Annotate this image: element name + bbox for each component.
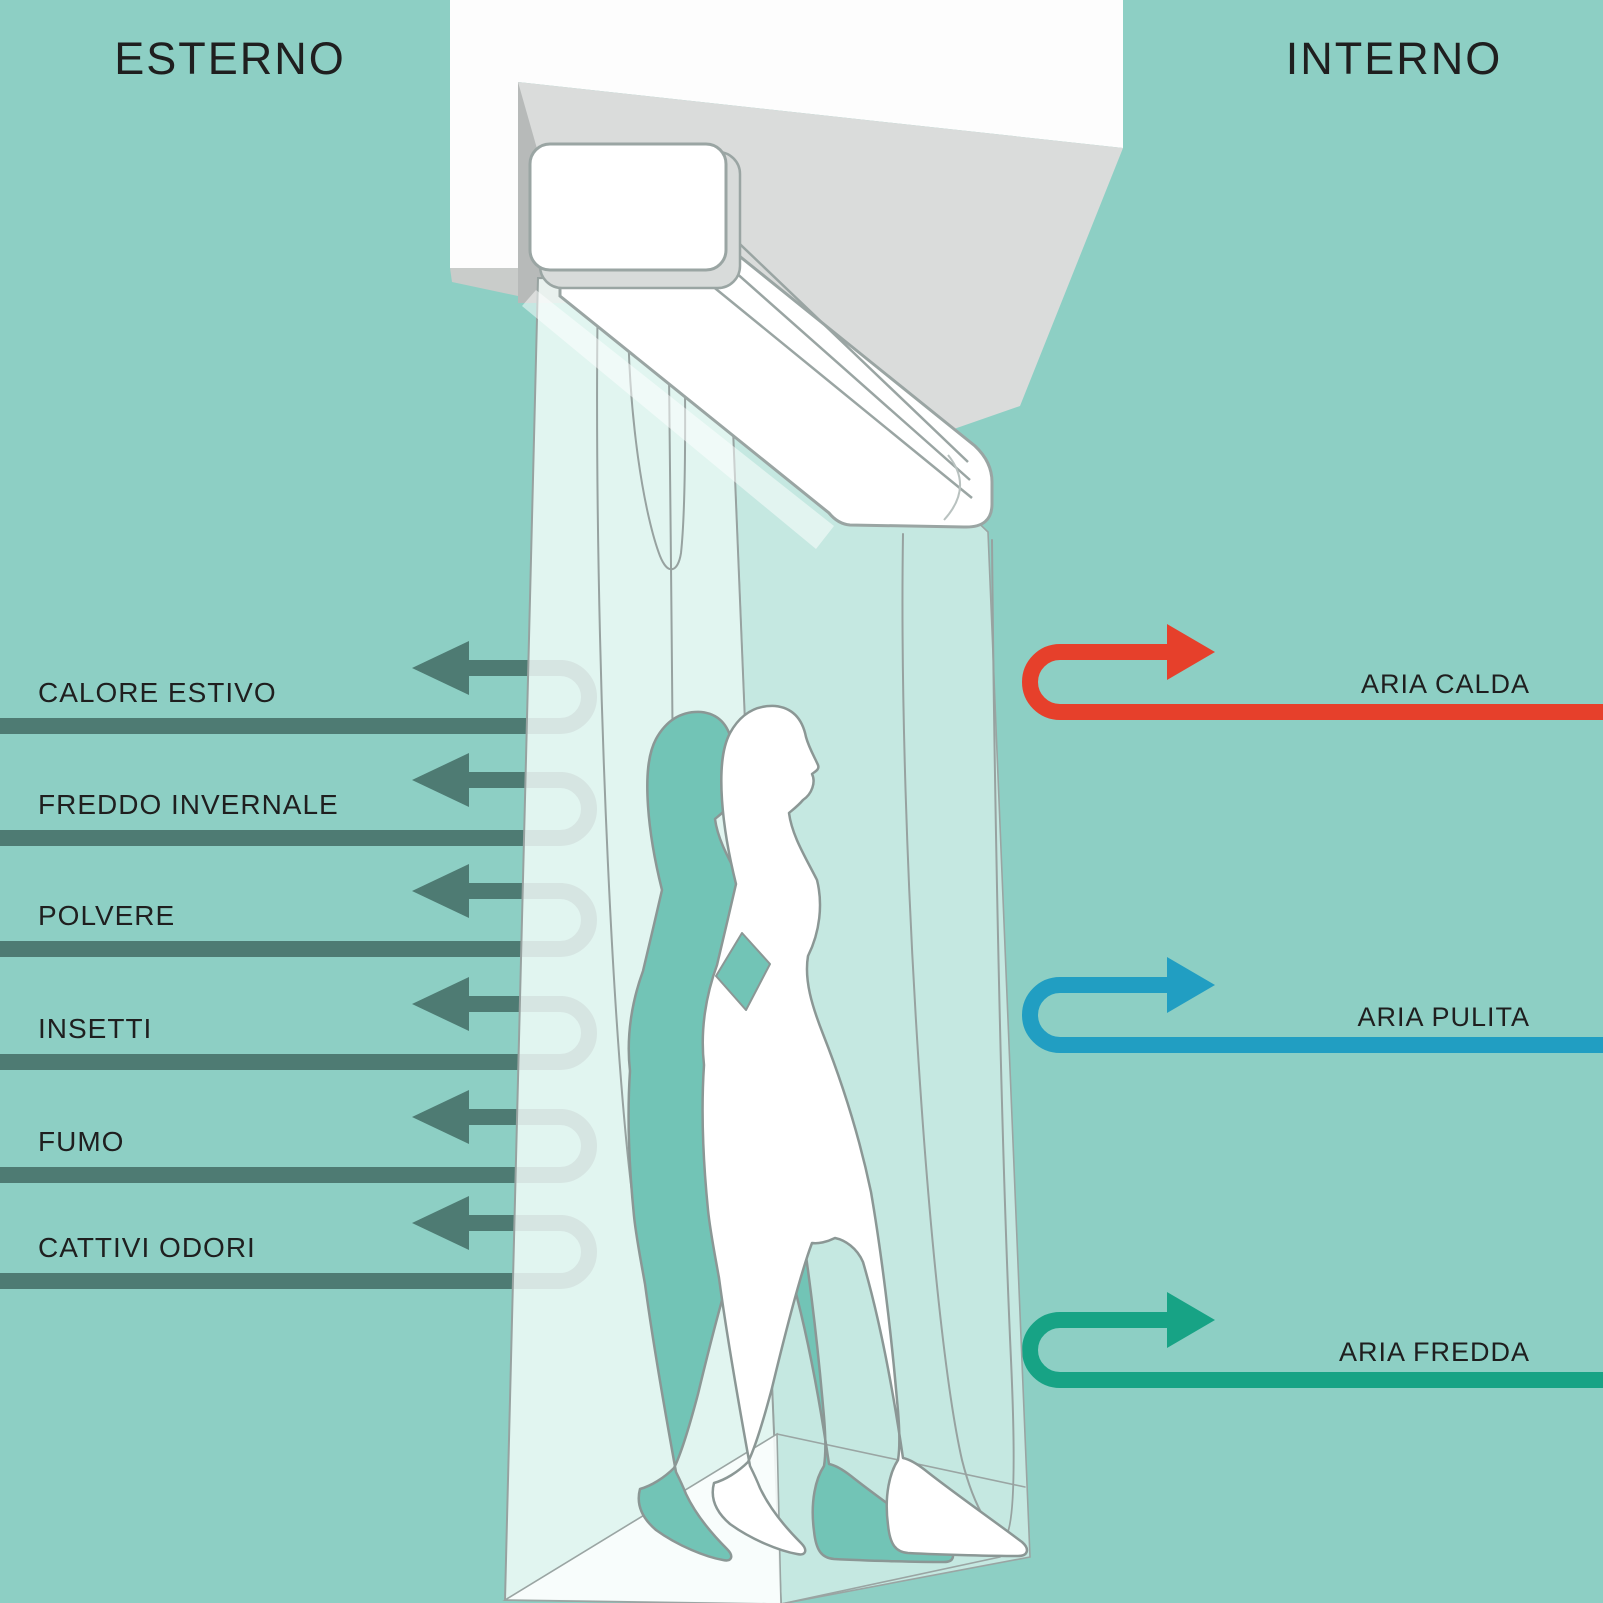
air-curtain-unit	[522, 142, 994, 549]
unit-outlet-glow	[522, 290, 834, 549]
right-arrow-uturn-icon	[1022, 644, 1061, 720]
left-arrow-head-icon	[412, 753, 469, 807]
left-arrow-head-icon	[412, 864, 469, 918]
left-arrow-label: INSETTI	[38, 1013, 152, 1044]
right-arrow-bar	[1060, 1372, 1603, 1388]
exterior-header: ESTERNO	[114, 33, 346, 84]
right-arrow-head-icon	[1167, 624, 1215, 680]
right-arrow-label: ARIA FREDDA	[1339, 1337, 1530, 1367]
right-arrow-bar	[1060, 704, 1603, 720]
right-arrow-bar	[1060, 1037, 1603, 1053]
right-arrow-uturn-icon	[1022, 977, 1061, 1053]
left-arrow-bar	[0, 830, 560, 846]
cold-air-arrow: ARIA FREDDA	[1022, 1292, 1603, 1388]
left-arrow-head-icon	[412, 641, 469, 695]
woman-silhouette	[627, 704, 1029, 1564]
air-fold-line-short	[626, 281, 687, 571]
right-arrow-label: ARIA PULITA	[1357, 1002, 1530, 1032]
left-arrow-label: FUMO	[38, 1126, 124, 1157]
left-arrow-head-icon	[412, 1196, 469, 1250]
left-arrow-label: CATTIVI ODORI	[38, 1232, 256, 1263]
right-arrow-head-icon	[1167, 1292, 1215, 1348]
left-arrow-label: POLVERE	[38, 900, 175, 931]
ceiling-front-face	[450, 0, 1123, 268]
left-arrow-label: CALORE ESTIVO	[38, 677, 277, 708]
arm-gap-diamond	[715, 932, 771, 1011]
left-arrow-label: FREDDO INVERNALE	[38, 789, 339, 820]
left-arrow-bar	[0, 718, 560, 734]
right-arrow-shaft	[1060, 644, 1167, 660]
right-arrow-uturn-icon	[1022, 1312, 1061, 1388]
right-arrow-label: ARIA CALDA	[1361, 669, 1530, 699]
clean-air-arrow: ARIA PULITA	[1022, 957, 1603, 1053]
right-arrow-head-icon	[1167, 957, 1215, 1013]
left-arrow-head-icon	[412, 1090, 469, 1144]
right-arrow-shaft	[1060, 977, 1167, 993]
left-arrow-head-icon	[412, 977, 469, 1031]
hot-air-arrow: ARIA CALDA	[1022, 624, 1603, 720]
left-arrow-bar	[0, 1054, 560, 1070]
right-arrow-shaft	[1060, 1312, 1167, 1328]
left-arrow-bar	[0, 941, 560, 957]
unit-end-cap-line	[943, 454, 962, 521]
ceiling-edge-shadow	[450, 268, 518, 296]
unit-front-cap	[528, 142, 728, 272]
left-arrow-bar	[0, 1273, 560, 1289]
interior-header: INTERNO	[1286, 33, 1503, 84]
left-arrow-bar	[0, 1167, 560, 1183]
woman-silhouette-front	[701, 704, 1029, 1558]
